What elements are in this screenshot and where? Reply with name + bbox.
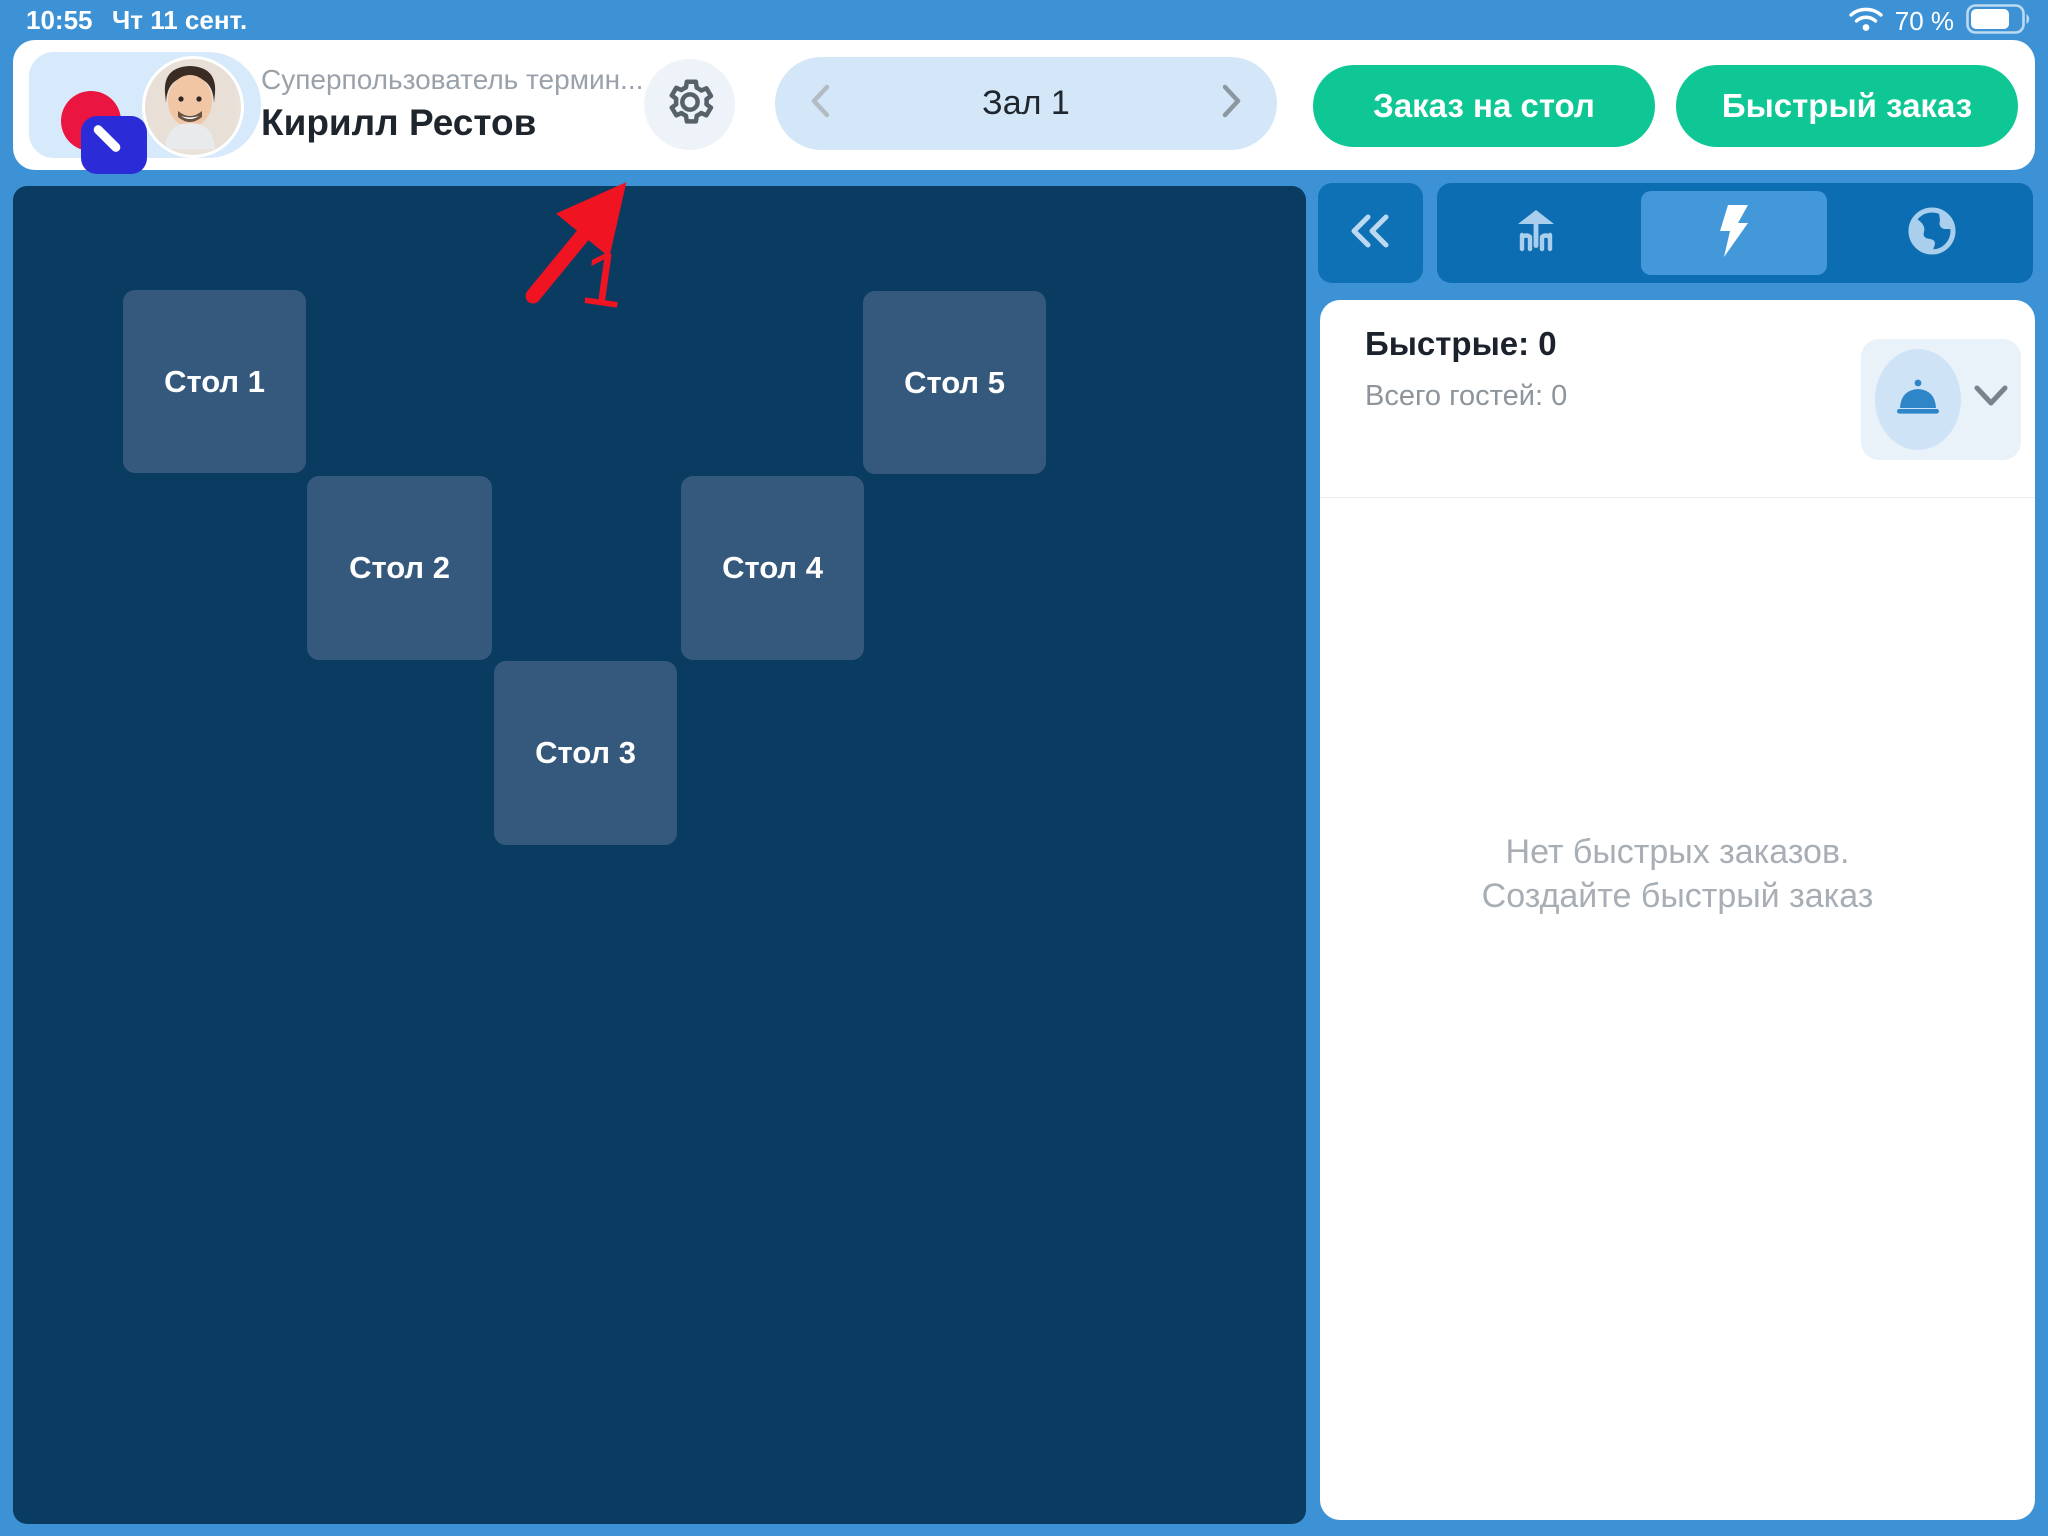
tab-quick-orders[interactable]	[1635, 183, 1833, 283]
user-role: Суперпользователь термин...	[261, 64, 644, 95]
quick-orders-title: Быстрые: 0	[1365, 325, 1557, 362]
empty-state-message: Нет быстрых заказов. Создайте быстрый за…	[1481, 833, 1874, 915]
chevron-right-icon[interactable]	[1221, 83, 1243, 124]
guests-total: Всего гостей: 0	[1365, 380, 1568, 412]
battery-icon	[1966, 4, 2032, 39]
tab-tables-orders[interactable]	[1437, 183, 1635, 283]
status-date: Чт 11 сент.	[112, 5, 248, 35]
header-bar: Суперпользователь термин... Кирилл Ресто…	[13, 40, 2035, 174]
panel-mode-tabs	[1437, 183, 2033, 283]
tab-delivery[interactable]	[1833, 183, 2031, 283]
divider	[1320, 497, 2035, 498]
battery-percent: 70 %	[1894, 6, 1954, 36]
collapse-panel-icon	[1348, 211, 1394, 256]
quick-orders-panel: Быстрые: 0 Всего гостей: 0 Нет быстрых з…	[1320, 300, 2035, 1520]
table-tile[interactable]: Стол 4	[681, 476, 864, 660]
lightning-icon	[1714, 203, 1754, 264]
chevron-down-icon	[1973, 383, 2009, 414]
table-tile[interactable]: Стол 3	[494, 661, 677, 845]
collapse-panel-button[interactable]	[1318, 183, 1423, 283]
chevron-left-icon[interactable]	[809, 83, 831, 124]
status-bar: 10:55 Чт 11 сент. 70 %	[0, 0, 2048, 40]
wifi-icon	[1849, 6, 1883, 37]
floor-plan: Стол 1 Стол 2 Стол 3 Стол 4 Стол 5	[13, 186, 1306, 1524]
globe-icon	[1906, 205, 1958, 262]
settings-button[interactable]	[644, 59, 735, 150]
status-time: 10:55	[26, 5, 93, 35]
order-on-table-button[interactable]: Заказ на стол	[1313, 65, 1655, 147]
terrace-icon	[1509, 204, 1563, 263]
quick-order-button[interactable]: Быстрый заказ	[1676, 65, 2018, 147]
hall-selector[interactable]: Зал 1	[775, 57, 1277, 150]
gear-icon	[663, 75, 717, 134]
table-tile[interactable]: Стол 1	[123, 290, 306, 473]
cloche-icon	[1895, 377, 1941, 422]
user-name[interactable]: Кирилл Рестов	[261, 102, 537, 143]
hall-label: Зал 1	[982, 84, 1070, 122]
table-tile[interactable]: Стол 5	[863, 291, 1046, 474]
avatar[interactable]	[142, 56, 244, 158]
table-tile[interactable]: Стол 2	[307, 476, 492, 660]
serve-filter-button[interactable]	[1861, 339, 2021, 460]
